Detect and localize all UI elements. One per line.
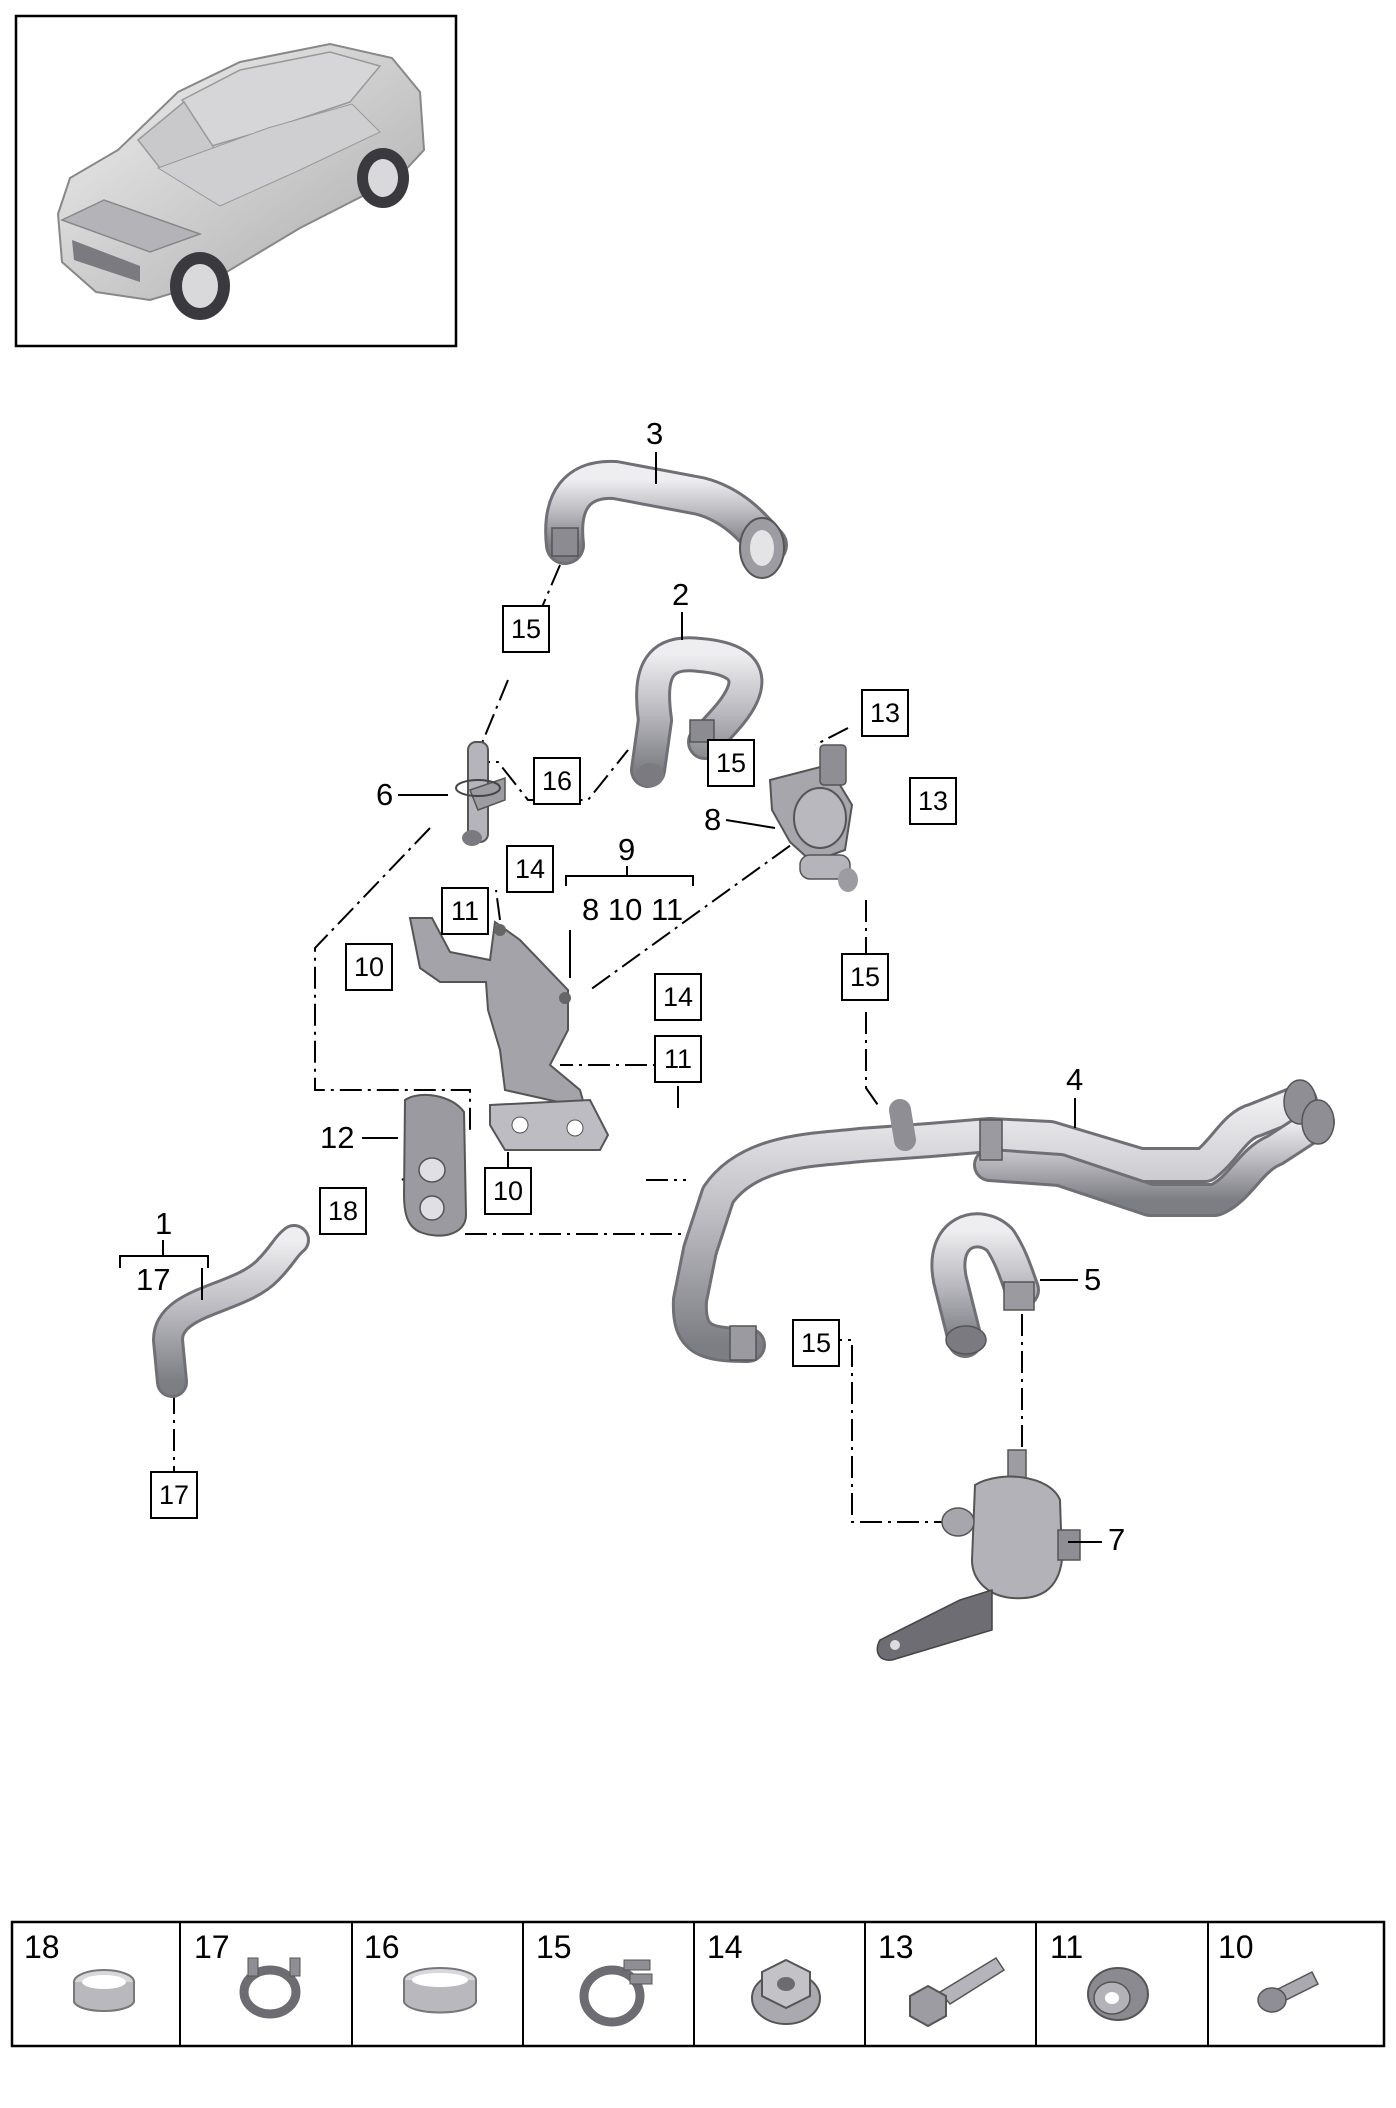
vehicle-thumbnail bbox=[14, 14, 458, 348]
ref-box-15-mid: 15 bbox=[707, 739, 755, 787]
legend-number: 10 bbox=[1218, 1929, 1254, 1965]
svg-text:17: 17 bbox=[159, 1480, 189, 1510]
ref-box-10-b: 10 bbox=[484, 1167, 532, 1215]
ref-box-13-a: 13 bbox=[861, 689, 909, 737]
svg-text:14: 14 bbox=[515, 854, 545, 884]
svg-text:16: 16 bbox=[542, 766, 572, 796]
legend-number: 11 bbox=[1050, 1929, 1083, 1965]
svg-text:11: 11 bbox=[664, 1044, 692, 1074]
ref-box-14-b: 14 bbox=[654, 973, 702, 1021]
callout-1-group: 17 bbox=[136, 1262, 170, 1297]
svg-text:13: 13 bbox=[870, 698, 900, 728]
svg-text:13: 13 bbox=[918, 786, 948, 816]
svg-text:15: 15 bbox=[801, 1328, 831, 1358]
car-illustration bbox=[56, 42, 426, 320]
ref-box-11-a: 11 bbox=[441, 887, 489, 935]
legend-strip: 18 17 16 15 bbox=[10, 1920, 1386, 2048]
spring-clamp-icon bbox=[239, 1957, 301, 2019]
ref-box-11-b: 11 bbox=[654, 1035, 702, 1083]
callout-1: 1 bbox=[155, 1206, 172, 1241]
ref-box-18: 18 bbox=[319, 1187, 367, 1235]
reference-boxes: 15 16 15 13 13 14 11 10 bbox=[150, 605, 957, 1519]
screw-icon bbox=[1257, 1970, 1320, 2013]
svg-text:10: 10 bbox=[493, 1176, 523, 1206]
hose-clamp-band-icon bbox=[73, 1969, 135, 2012]
legend-item-18: 18 bbox=[24, 1929, 135, 2012]
legend-item-13: 13 bbox=[878, 1929, 1006, 2028]
hose-part-2 bbox=[630, 636, 764, 788]
ref-box-15-top: 15 bbox=[502, 605, 550, 653]
rubber-grommet-icon bbox=[1087, 1967, 1149, 2021]
legend-number: 13 bbox=[878, 1929, 914, 1965]
callout-4: 4 bbox=[1066, 1062, 1083, 1097]
legend-item-15: 15 bbox=[536, 1929, 653, 2027]
callout-9-group: 8 10 11 bbox=[582, 892, 683, 927]
ref-box-16: 16 bbox=[533, 757, 581, 805]
legend-number: 16 bbox=[364, 1929, 400, 1965]
bracket-part-9 bbox=[408, 917, 610, 1151]
svg-text:15: 15 bbox=[850, 962, 880, 992]
callout-8: 8 bbox=[704, 802, 721, 837]
svg-text:15: 15 bbox=[716, 748, 746, 778]
callout-6: 6 bbox=[376, 777, 393, 812]
callout-5: 5 bbox=[1084, 1262, 1101, 1297]
legend-number: 17 bbox=[194, 1929, 230, 1965]
legend-frame bbox=[10, 1920, 1386, 2048]
hose-part-1 bbox=[152, 1224, 310, 1398]
spring-clamp-icon bbox=[579, 1959, 653, 2027]
ref-box-15-low: 15 bbox=[792, 1319, 840, 1367]
svg-text:10: 10 bbox=[354, 952, 384, 982]
ref-box-10-a: 10 bbox=[345, 943, 393, 991]
leader-lines bbox=[173, 564, 1023, 1523]
svg-text:14: 14 bbox=[663, 982, 693, 1012]
callout-7: 7 bbox=[1108, 1522, 1125, 1557]
ref-box-15-right: 15 bbox=[841, 953, 889, 1001]
legend-number: 15 bbox=[536, 1929, 572, 1965]
svg-text:11: 11 bbox=[451, 896, 479, 926]
ref-box-14-a: 14 bbox=[506, 845, 554, 893]
legend-item-14: 14 bbox=[707, 1929, 821, 2025]
legend-item-10: 10 bbox=[1218, 1929, 1320, 2013]
connector-part-6 bbox=[455, 741, 506, 846]
legend-number: 18 bbox=[24, 1929, 60, 1965]
hose-part-5 bbox=[930, 1212, 1040, 1358]
legend-item-17: 17 bbox=[194, 1929, 301, 2019]
hose-clamp-band-icon bbox=[403, 1967, 477, 2014]
ref-box-17: 17 bbox=[150, 1471, 198, 1519]
svg-text:18: 18 bbox=[328, 1196, 358, 1226]
callout-2: 2 bbox=[672, 577, 689, 612]
flange-nut-icon bbox=[751, 1958, 821, 2025]
callout-labels: 3 2 6 8 9 8 10 11 12 4 5 7 1 17 bbox=[119, 416, 1125, 1557]
hex-bolt-icon bbox=[909, 1956, 1006, 2028]
legend-item-11: 11 bbox=[1050, 1929, 1149, 2021]
callout-3: 3 bbox=[646, 416, 663, 451]
svg-text:15: 15 bbox=[511, 614, 541, 644]
callout-9: 9 bbox=[618, 832, 635, 867]
callout-12: 12 bbox=[320, 1120, 354, 1155]
legend-item-16: 16 bbox=[364, 1929, 477, 2014]
plate-part-12 bbox=[402, 1093, 468, 1237]
legend-number: 14 bbox=[707, 1929, 743, 1965]
pump-part-7 bbox=[876, 1449, 1081, 1661]
valve-part-8 bbox=[768, 744, 858, 892]
hose-part-3 bbox=[544, 459, 788, 579]
pipe-assembly-part-4 bbox=[671, 1079, 1335, 1363]
ref-box-13-b: 13 bbox=[909, 777, 957, 825]
